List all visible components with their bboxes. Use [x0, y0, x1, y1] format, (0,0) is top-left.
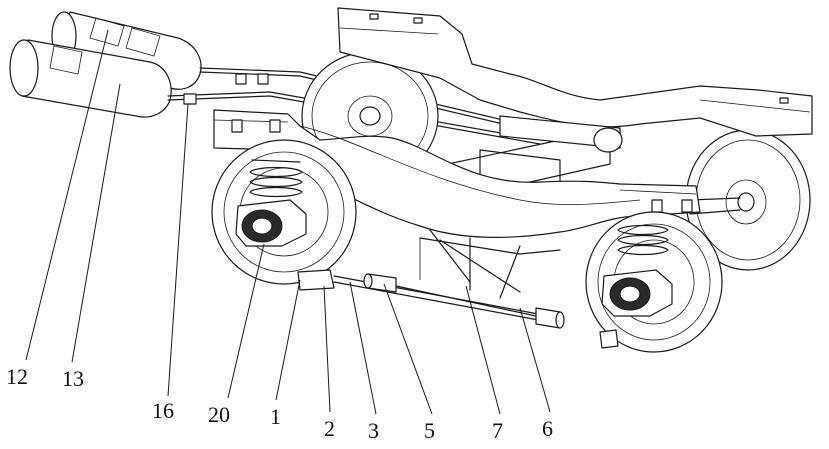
brake-bracket-right — [600, 330, 618, 348]
leader-1 — [276, 280, 300, 400]
callout-5: 5 — [424, 418, 435, 443]
brake-truss — [420, 230, 560, 298]
front-right-axlebox — [602, 270, 672, 316]
callout-6: 6 — [542, 416, 553, 441]
brake-lower-rod — [396, 286, 536, 316]
callout-labels: 12 13 16 20 1 2 3 5 7 6 — [6, 364, 553, 443]
leader-3 — [350, 282, 376, 414]
callout-7: 7 — [492, 418, 503, 443]
callout-20: 20 — [208, 402, 230, 427]
brake-bracket-left — [298, 270, 334, 290]
leader-2 — [324, 286, 330, 412]
callout-2: 2 — [324, 416, 335, 441]
front-left-axlebox — [236, 200, 306, 246]
brake-cylinder-right — [536, 308, 564, 328]
callout-16: 16 — [152, 398, 174, 423]
leader-13 — [72, 84, 120, 362]
callout-3: 3 — [368, 418, 379, 443]
callout-13: 13 — [62, 366, 84, 391]
leader-16 — [168, 104, 188, 396]
brake-cylinder-left — [364, 274, 396, 292]
callout-12: 12 — [6, 364, 28, 389]
callout-1: 1 — [270, 404, 281, 429]
leader-5 — [384, 284, 432, 414]
